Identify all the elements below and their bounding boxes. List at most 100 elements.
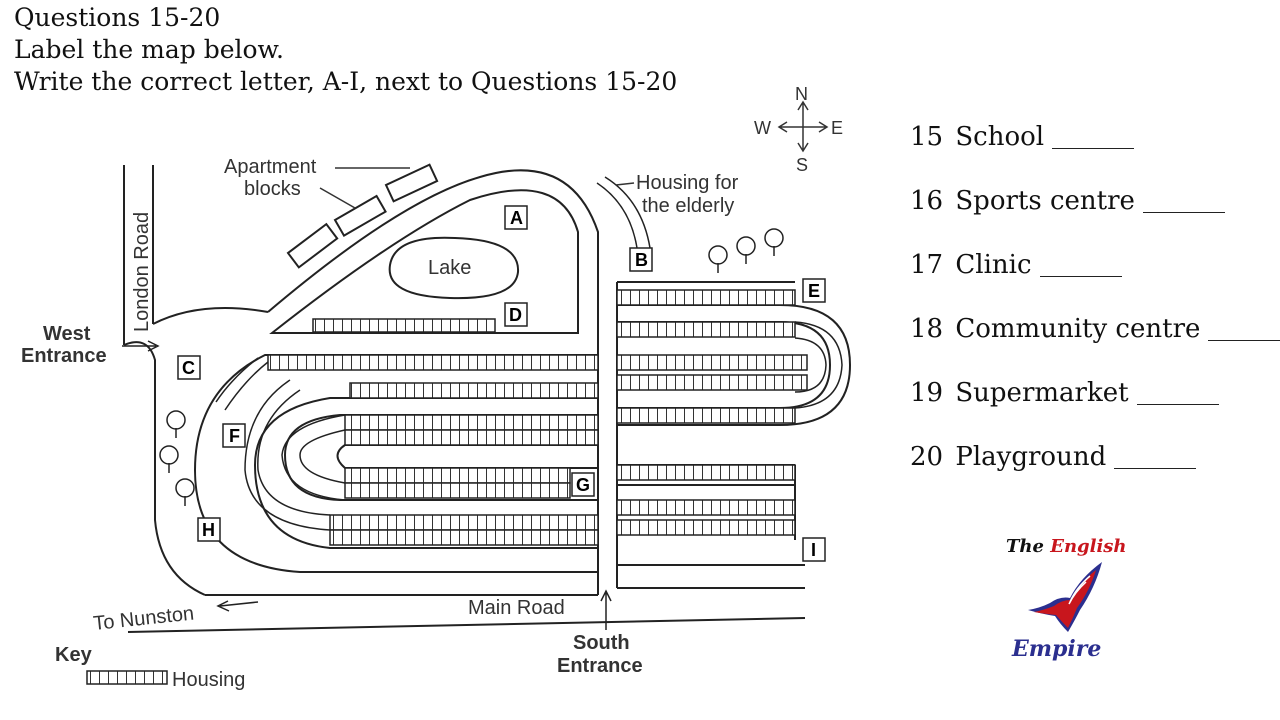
housing-row: [267, 354, 599, 371]
curved-housing: [215, 176, 843, 531]
housing-row: [616, 519, 796, 536]
tree-icon: [764, 228, 784, 256]
letter-i: I: [811, 540, 816, 560]
letter-c: C: [182, 358, 195, 378]
housing-row: [616, 374, 808, 391]
question-list: 15 School 16 Sports centre 17 Clinic 18 …: [910, 122, 1280, 506]
compass-n: N: [795, 84, 808, 104]
apartment-blocks: [286, 163, 439, 269]
instruction-label-map: Label the map below.: [14, 35, 284, 64]
letter-e: E: [808, 281, 820, 301]
housing-curve-east-inner: [794, 337, 827, 393]
question-18: 18 Community centre: [910, 314, 1280, 378]
housing-row: [312, 318, 496, 333]
west-entrance-road-edge: [152, 307, 269, 325]
questions-heading: Questions 15-20: [14, 3, 221, 32]
answer-blank[interactable]: [1114, 448, 1197, 469]
instructions: Questions 15-20 Label the map below. Wri…: [14, 2, 677, 98]
letter-a: A: [510, 208, 523, 228]
housing-row: [329, 514, 599, 531]
letter-markers: A B C D E F G H I: [177, 205, 826, 562]
compass-e: E: [831, 118, 843, 138]
answer-blank[interactable]: [1039, 256, 1122, 277]
west-entrance-arrow: [122, 340, 160, 352]
housing-curve-west-block-inner: [215, 357, 259, 403]
housing-row: [349, 382, 599, 399]
housing-curve-southwest-inner: [244, 379, 331, 531]
answer-blank[interactable]: [1052, 128, 1135, 149]
housing-rows: [267, 289, 808, 546]
tree-icon: [736, 236, 756, 264]
south-entrance-label-2: Entrance: [557, 655, 643, 677]
apartment-label-2: blocks: [244, 178, 301, 200]
answer-blank[interactable]: [1136, 384, 1219, 405]
north-loop-inner-edge: [269, 189, 579, 334]
housing-row: [616, 464, 796, 481]
question-19: 19 Supermarket: [910, 378, 1280, 442]
main-road-edge-south: [127, 617, 806, 633]
housing-row: [616, 321, 796, 338]
answer-blank[interactable]: [1208, 320, 1280, 341]
housing-row: [329, 529, 599, 546]
compass: N S W E: [754, 84, 843, 175]
letter-b: B: [635, 250, 648, 270]
trees: [159, 228, 784, 506]
question-label: Clinic: [955, 250, 1032, 280]
elderly-pointer: [615, 182, 635, 186]
central-oval-outer: [283, 414, 598, 501]
compass-s: S: [796, 155, 808, 175]
apartment-block: [384, 163, 439, 203]
question-label: School: [955, 122, 1045, 152]
letter-g: G: [576, 475, 590, 495]
housing-curve-elderly: [596, 182, 638, 249]
housing-row: [344, 482, 571, 499]
london-road-label: London Road: [131, 212, 153, 332]
key-housing-swatch: [86, 670, 168, 685]
housing-row: [616, 407, 796, 424]
north-loop-outer-edge: [267, 169, 599, 338]
compass-w: W: [754, 118, 771, 138]
question-15: 15 School: [910, 122, 1280, 186]
elderly-label-1: Housing for: [636, 172, 739, 194]
key-housing-label: Housing: [172, 669, 245, 691]
housing-row: [344, 414, 599, 431]
eagle-icon: [1028, 562, 1102, 632]
east-road-inner-loop: [617, 321, 832, 409]
west-road-outer-edge: [123, 341, 206, 596]
housing-row: [344, 429, 599, 446]
central-oval-inner: [336, 444, 598, 469]
tree-icon: [175, 478, 195, 506]
letter-f: F: [229, 426, 240, 446]
east-road-outer-loop: [617, 304, 852, 426]
key-label: Key: [55, 644, 93, 666]
question-20: 20 Playground: [910, 442, 1280, 506]
housing-curve-east: [794, 321, 843, 409]
compass-arrows-icon: [777, 100, 829, 153]
question-17: 17 Clinic: [910, 250, 1280, 314]
south-entrance-arrow: [600, 589, 612, 630]
letter-h: H: [202, 520, 215, 540]
logo-subtitle: Empire: [1012, 636, 1102, 662]
housing-row: [616, 499, 796, 516]
question-label: Playground: [955, 442, 1107, 472]
housing-curve-west: [281, 414, 346, 501]
question-label: Sports centre: [955, 186, 1135, 216]
housing-curve-elderly-inner: [604, 176, 651, 249]
tree-icon: [166, 410, 186, 438]
question-label: Supermarket: [955, 378, 1129, 408]
lake-label: Lake: [428, 257, 471, 279]
west-entrance-label-2: Entrance: [21, 345, 107, 367]
housing-curve-west-inner: [299, 429, 346, 484]
apartment-pointer: [319, 187, 356, 209]
to-nunston-arrow: [216, 600, 259, 612]
apartment-block: [333, 194, 387, 237]
logo-title: The English: [1006, 536, 1127, 557]
apartment-block: [286, 222, 339, 269]
west-loop-outer: [193, 354, 598, 573]
answer-blank[interactable]: [1142, 192, 1225, 213]
apartment-label-1: Apartment: [224, 156, 317, 178]
housing-curve-west-block: [224, 361, 269, 411]
instruction-write-letter: Write the correct letter, A-I, next to Q…: [14, 67, 678, 96]
elderly-label-2: the elderly: [642, 195, 734, 217]
